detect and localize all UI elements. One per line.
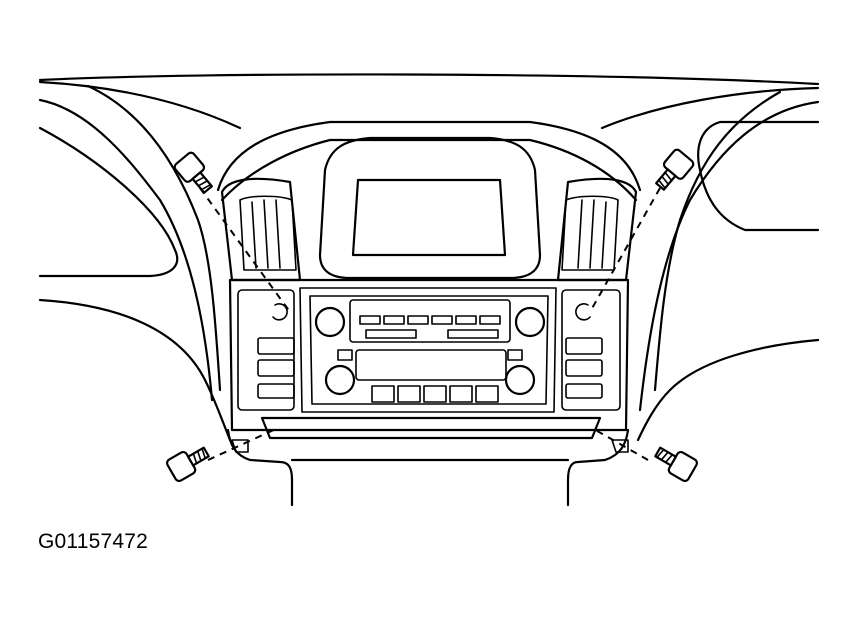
bolt-icon xyxy=(165,446,210,483)
knobs xyxy=(314,306,546,396)
knob-lower-right xyxy=(504,364,536,396)
right-switch-panel xyxy=(561,289,621,411)
center-panel-frame xyxy=(228,278,630,432)
control-buttons xyxy=(337,299,523,403)
bolt-icon xyxy=(654,446,699,483)
dashboard-top-edge xyxy=(38,73,820,130)
figure-id-label: G01157472 xyxy=(38,530,149,553)
alignment-lines xyxy=(199,187,661,461)
left-switch-panel xyxy=(237,289,295,411)
display-housing xyxy=(318,136,542,280)
bolt-icon xyxy=(655,148,695,191)
knob-lower-left xyxy=(324,364,356,396)
left-vent xyxy=(220,177,302,282)
right-vent xyxy=(556,177,638,282)
bolt-icon xyxy=(173,151,213,194)
knob-upper-right xyxy=(514,306,546,338)
lower-tray xyxy=(226,416,630,507)
left-pillar-outline xyxy=(38,84,232,442)
right-pillar-outline xyxy=(636,90,820,442)
instrument-hood xyxy=(216,120,642,202)
knob-upper-left xyxy=(314,306,346,338)
